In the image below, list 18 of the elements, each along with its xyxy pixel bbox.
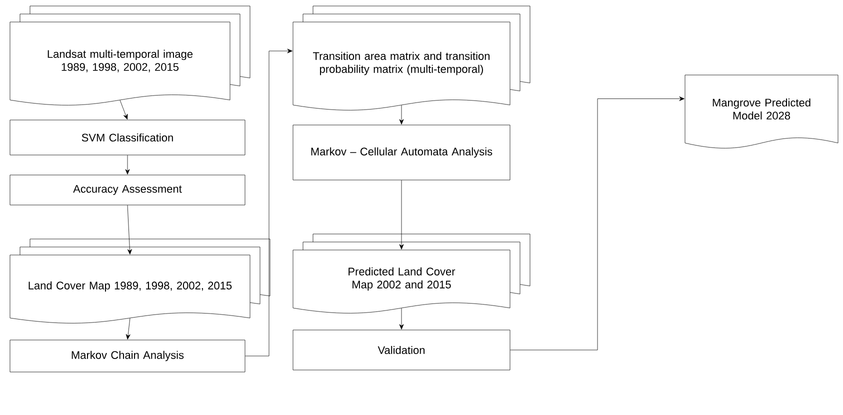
arrow [399,308,404,330]
arrow [399,180,404,250]
process-box: Validation [292,330,510,370]
arrow [399,105,404,124]
process-box: SVM Classification [10,120,246,156]
document-stack: Transition area matrix and transition probability matrix (multi-temporal) [292,6,530,110]
arrow [125,155,130,174]
document-stack: Landsat multi-temporal image 1989, 1998, 2002, 2015 [10,6,250,106]
process-box: Markov – Cellular Automata Analysis [292,124,510,180]
arrow [120,100,128,120]
arrow [126,318,130,340]
document-stack: Land Cover Map 1989, 1998, 2002, 2015 [10,238,270,324]
arrow [245,48,292,356]
process-box: Markov Chain Analysis [10,340,246,372]
arrow [127,205,132,254]
arrow [510,96,684,350]
document-stack: Predicted Land Cover Map 2002 and 2015 [292,234,530,314]
process-box: Accuracy Assessment [10,174,246,206]
